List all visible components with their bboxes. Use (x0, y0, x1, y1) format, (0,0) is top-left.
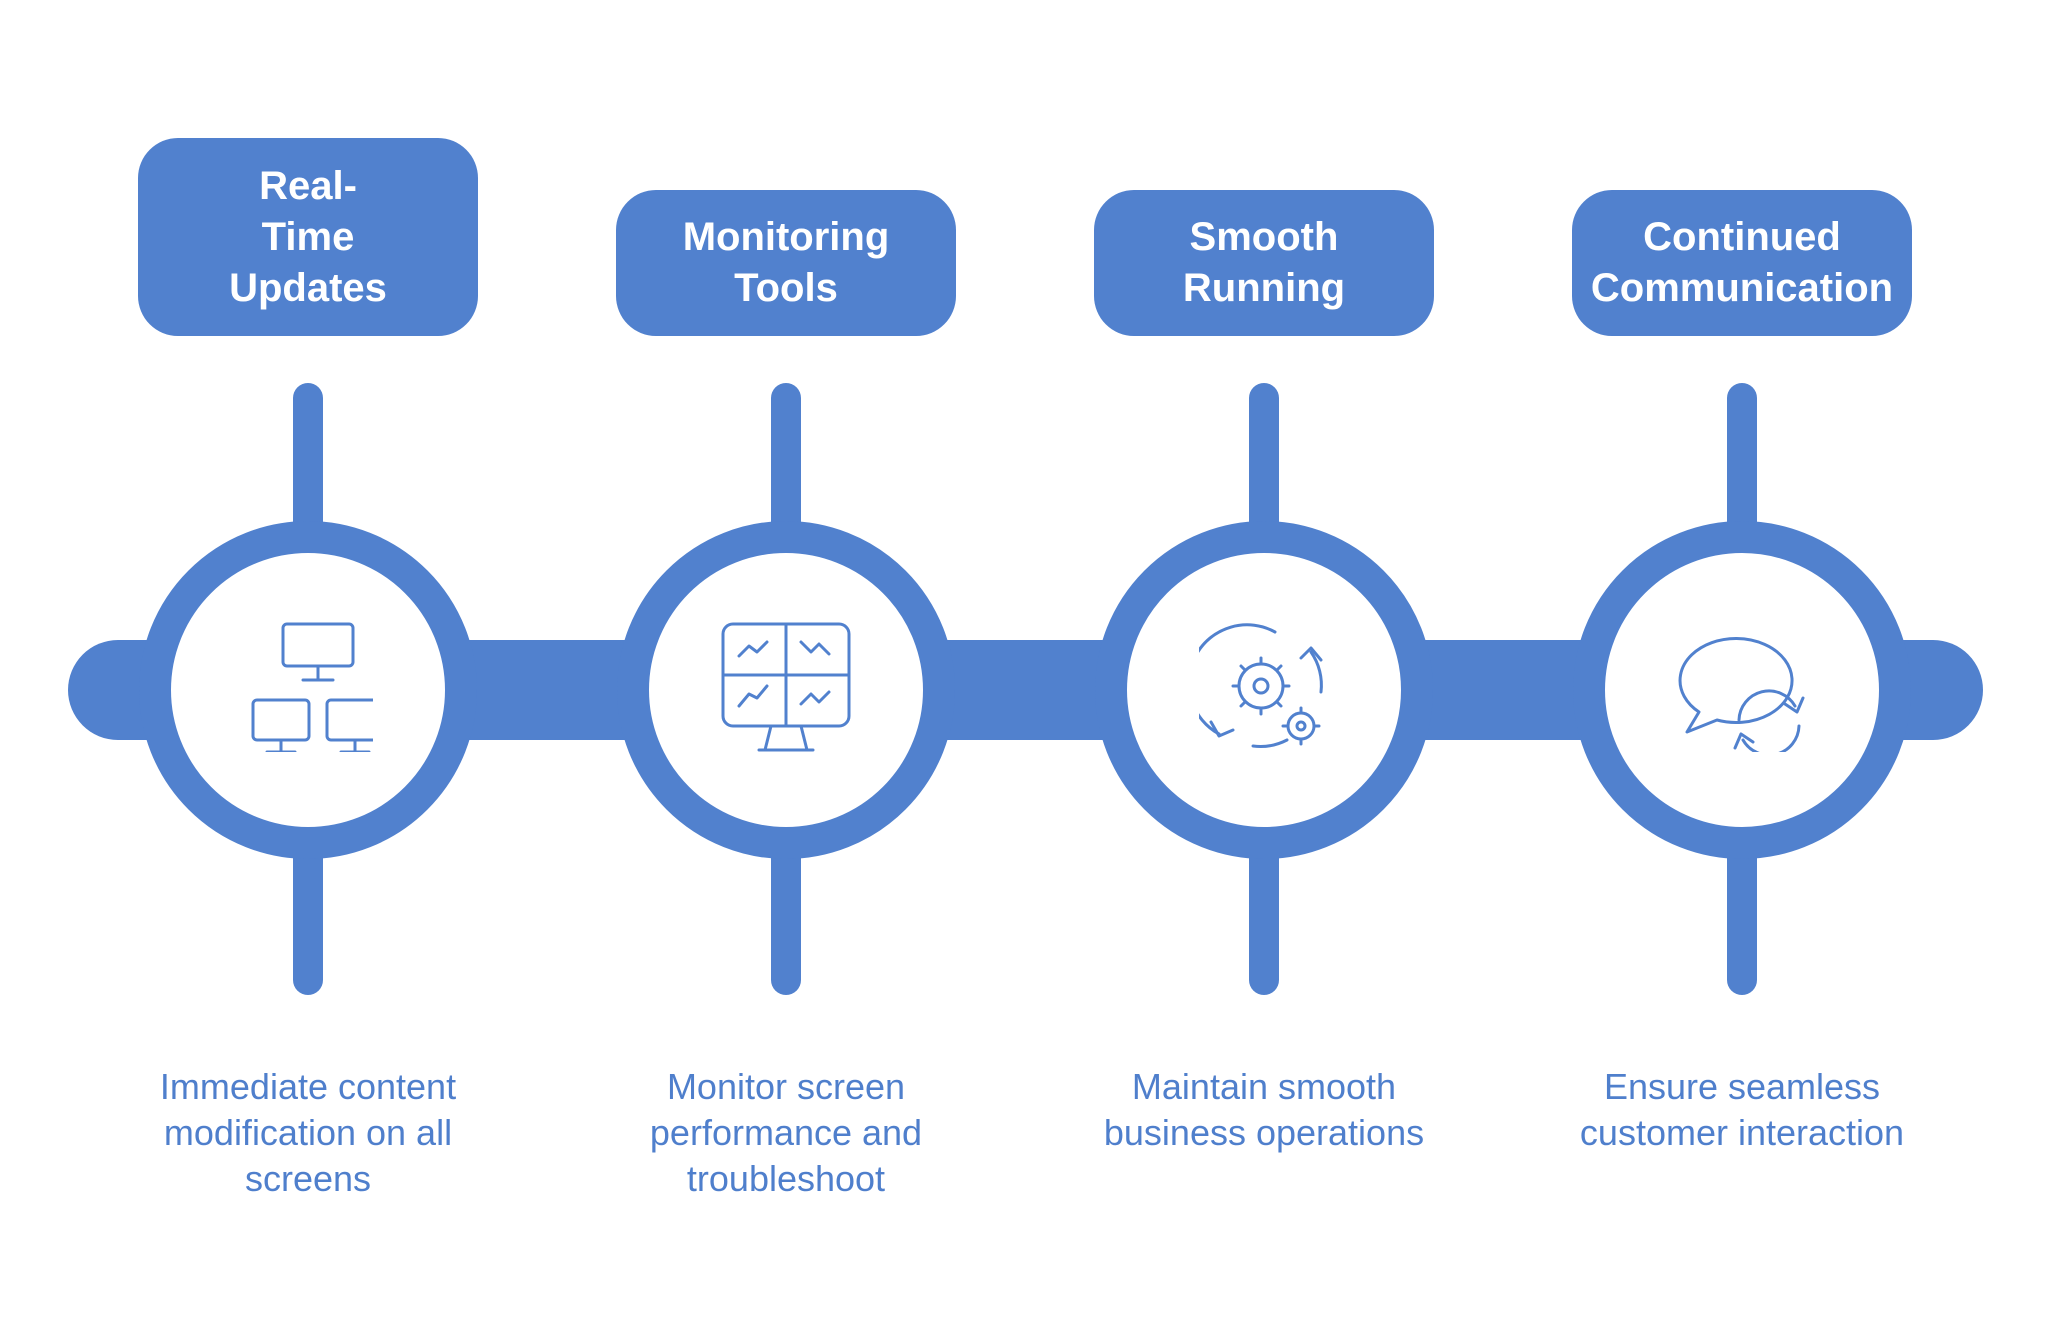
step-title: Monitoring Tools (682, 215, 890, 310)
step-description: Immediate content modification on all sc… (159, 1066, 457, 1199)
step-title: Continued Communication (1590, 215, 1894, 310)
step-title-box: Smooth Running (1094, 190, 1434, 336)
step-node-ring (1095, 521, 1433, 859)
step-title: Smooth Running (1182, 215, 1346, 310)
step-title-box: Monitoring Tools (616, 190, 956, 336)
step-real-time-updates: Real- Time Updates Immediate content mod… (68, 0, 548, 1336)
step-title: Real- Time Updates (229, 163, 387, 310)
chat-refresh-icon (1678, 637, 1805, 752)
step-description: Maintain smooth business operations (1103, 1066, 1425, 1153)
step-title-box: Continued Communication (1572, 190, 1912, 336)
step-title-box: Real- Time Updates (138, 138, 478, 336)
step-smooth-running: Smooth Running (1024, 0, 1504, 1336)
network-monitors-icon (251, 622, 373, 752)
step-description: Monitor screen performance and troublesh… (649, 1066, 923, 1199)
dashboard-monitor-icon (721, 622, 851, 752)
timeline-bar (68, 640, 1983, 740)
gears-cycle-icon (1199, 623, 1323, 748)
step-description: Ensure seamless customer interaction (1579, 1066, 1905, 1153)
step-node-ring (1573, 521, 1911, 859)
step-monitoring-tools: Monitoring Tools Monitor screen performa… (546, 0, 1026, 1336)
step-continued-communication: Continued Communication Ensure seamless … (1502, 0, 1982, 1336)
step-node-ring (139, 521, 477, 859)
